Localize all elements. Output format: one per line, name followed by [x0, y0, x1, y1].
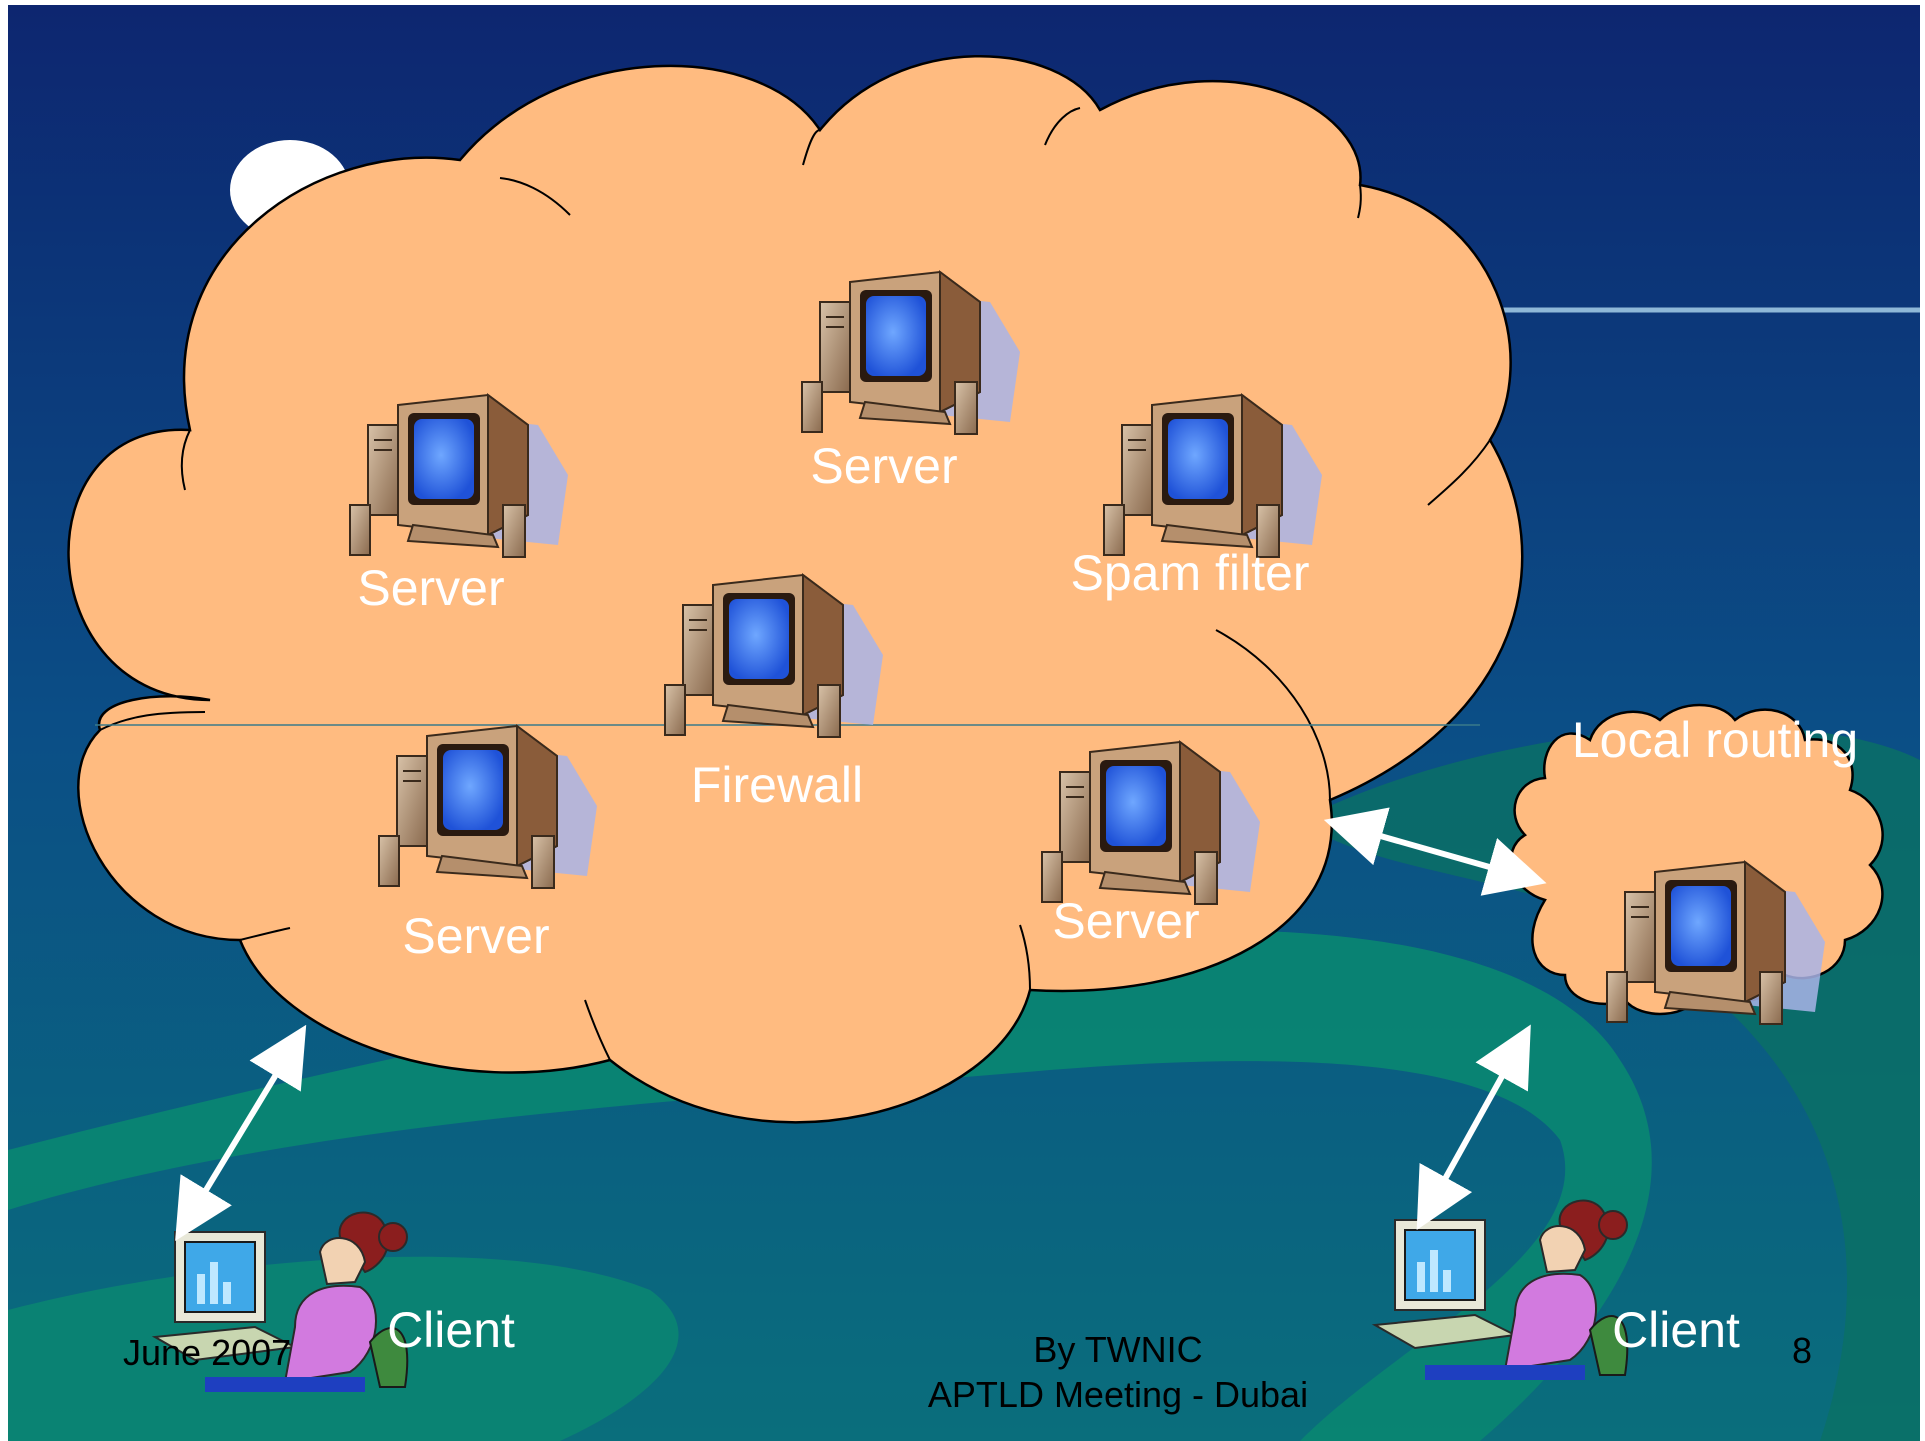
label-local-routing: Local routing — [1572, 712, 1858, 768]
footer-date: June 2007 — [123, 1332, 291, 1373]
footer-page-number: 8 — [1792, 1330, 1812, 1371]
footer-event: APTLD Meeting - Dubai — [928, 1374, 1308, 1415]
label-server-bottom-left: Server — [402, 908, 549, 964]
label-server-bottom-right: Server — [1052, 893, 1199, 949]
arrow-client-left-to-cloud — [175, 1024, 307, 1242]
arrow-client-right-to-local-routing — [1416, 1024, 1531, 1230]
label-firewall: Firewall — [691, 757, 863, 813]
label-spam-filter: Spam filter — [1071, 545, 1310, 601]
label-server-top: Server — [810, 438, 957, 494]
label-client-right: Client — [1612, 1302, 1740, 1358]
footer-author: By TWNIC — [1033, 1329, 1202, 1370]
arrow-cloud-to-local-routing — [1323, 807, 1547, 896]
label-client-left: Client — [387, 1302, 515, 1358]
label-server-left: Server — [357, 560, 504, 616]
